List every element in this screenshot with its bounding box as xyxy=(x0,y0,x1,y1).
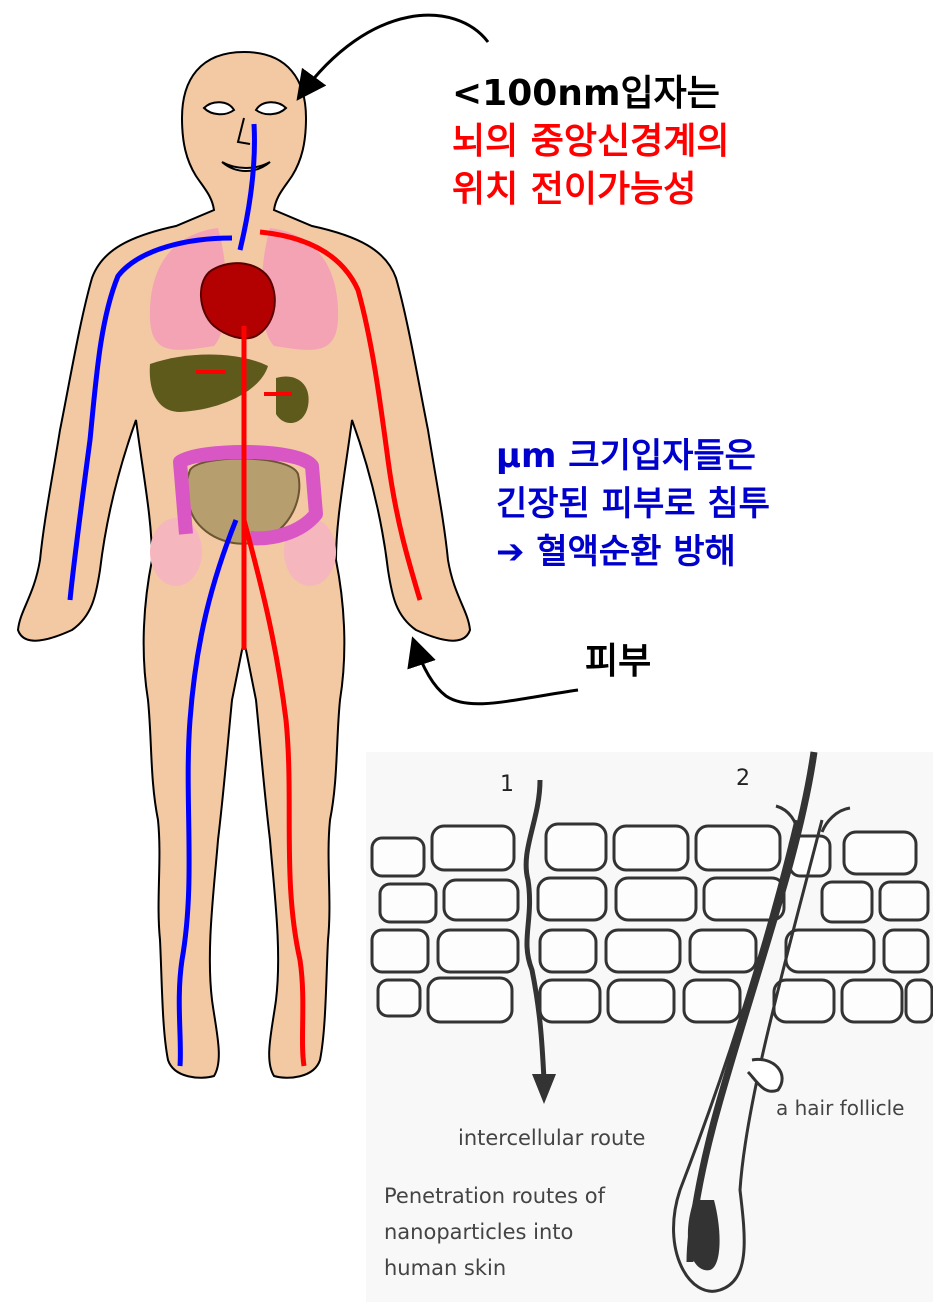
micro-annotation-line1: μm 크기입자들은 xyxy=(496,432,770,480)
micro-particle-annotation: μm 크기입자들은 긴장된 피부로 침투 ➔ 혈액순환 방해 xyxy=(496,432,770,576)
skin-label: 피부 xyxy=(585,632,651,684)
nanoparticle-brain-annotation: <100nm입자는 뇌의 중앙신경계의 위치 전이가능성 xyxy=(452,70,730,214)
pelvic-organ-left xyxy=(150,518,202,586)
hair-follicle-label: a hair follicle xyxy=(776,1096,905,1120)
eye-left xyxy=(204,102,234,114)
intercellular-route-label: intercellular route xyxy=(458,1126,645,1150)
route1-number: 1 xyxy=(500,772,514,797)
route2-number: 2 xyxy=(736,766,750,791)
brain-annotation-line3: 위치 전이가능성 xyxy=(452,166,730,214)
micro-annotation-line2: 긴장된 피부로 침투 xyxy=(496,480,770,528)
caption-line1: Penetration routes of xyxy=(384,1178,605,1214)
micro-annotation-line3: ➔ 혈액순환 방해 xyxy=(496,528,770,576)
brain-annotation-line2: 뇌의 중앙신경계의 xyxy=(452,118,730,166)
caption-line2: nanoparticles into xyxy=(384,1214,605,1250)
brain-annotation-line1: <100nm입자는 xyxy=(452,70,730,118)
skin-diagram-caption: Penetration routes of nanoparticles into… xyxy=(384,1178,605,1286)
caption-line3: human skin xyxy=(384,1250,605,1286)
arrow-to-skin xyxy=(414,642,578,704)
eye-right xyxy=(256,102,286,114)
